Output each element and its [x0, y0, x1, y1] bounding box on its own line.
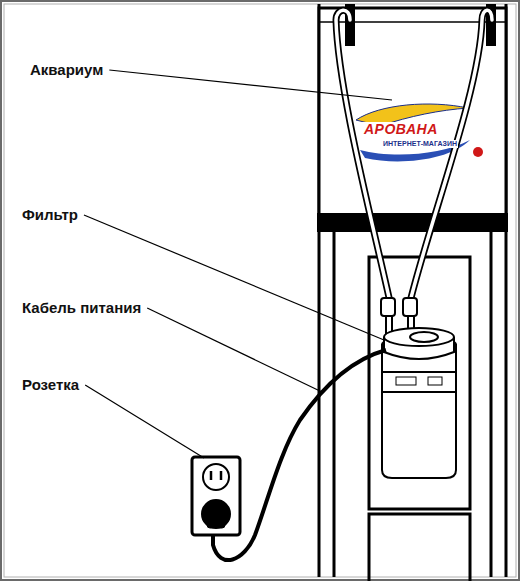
canister-filter — [381, 298, 456, 478]
page-frame-inner — [4, 4, 516, 577]
part-label: Фильтр — [22, 206, 78, 224]
logo-subtext: ИНТЕРНЕТ-МАГАЗИН — [382, 140, 458, 148]
part-label: Аквариум — [30, 61, 103, 79]
leader-line — [109, 70, 392, 100]
cabinet — [319, 4, 506, 581]
leader-line — [85, 385, 204, 458]
part-label: Кабель питания — [22, 299, 141, 317]
leader-line — [147, 308, 322, 392]
wall-outlet — [192, 457, 240, 535]
leader-line — [84, 215, 384, 340]
logo-text: АРОВАНА — [362, 122, 440, 137]
part-label: Розетка — [22, 376, 79, 394]
filter-hoses — [336, 10, 492, 302]
